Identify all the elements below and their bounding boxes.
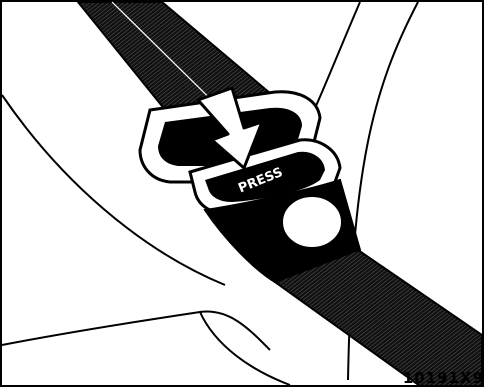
figure-code: 10191X9 bbox=[403, 371, 484, 386]
buckle-highlight bbox=[282, 196, 342, 248]
